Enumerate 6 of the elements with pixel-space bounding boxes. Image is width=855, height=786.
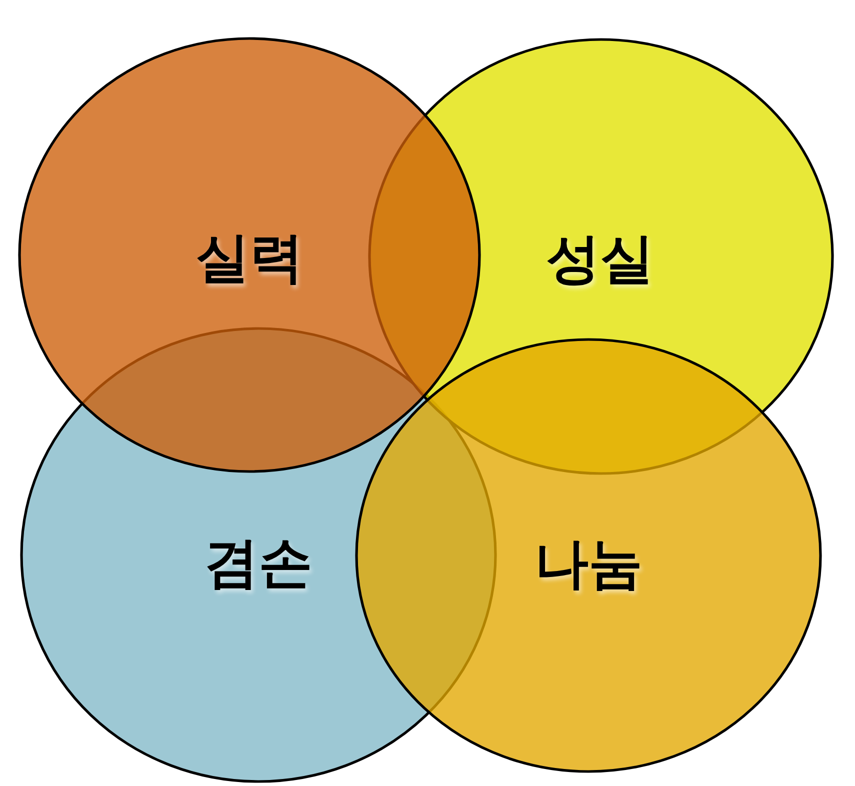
circle-label: 실력 [196, 228, 304, 288]
venn-circle [18, 37, 481, 473]
circle-label: 나눔 [534, 534, 642, 594]
circle-label: 겸손 [204, 533, 312, 593]
circle-label: 성실 [546, 228, 654, 288]
venn-circle [355, 338, 822, 773]
